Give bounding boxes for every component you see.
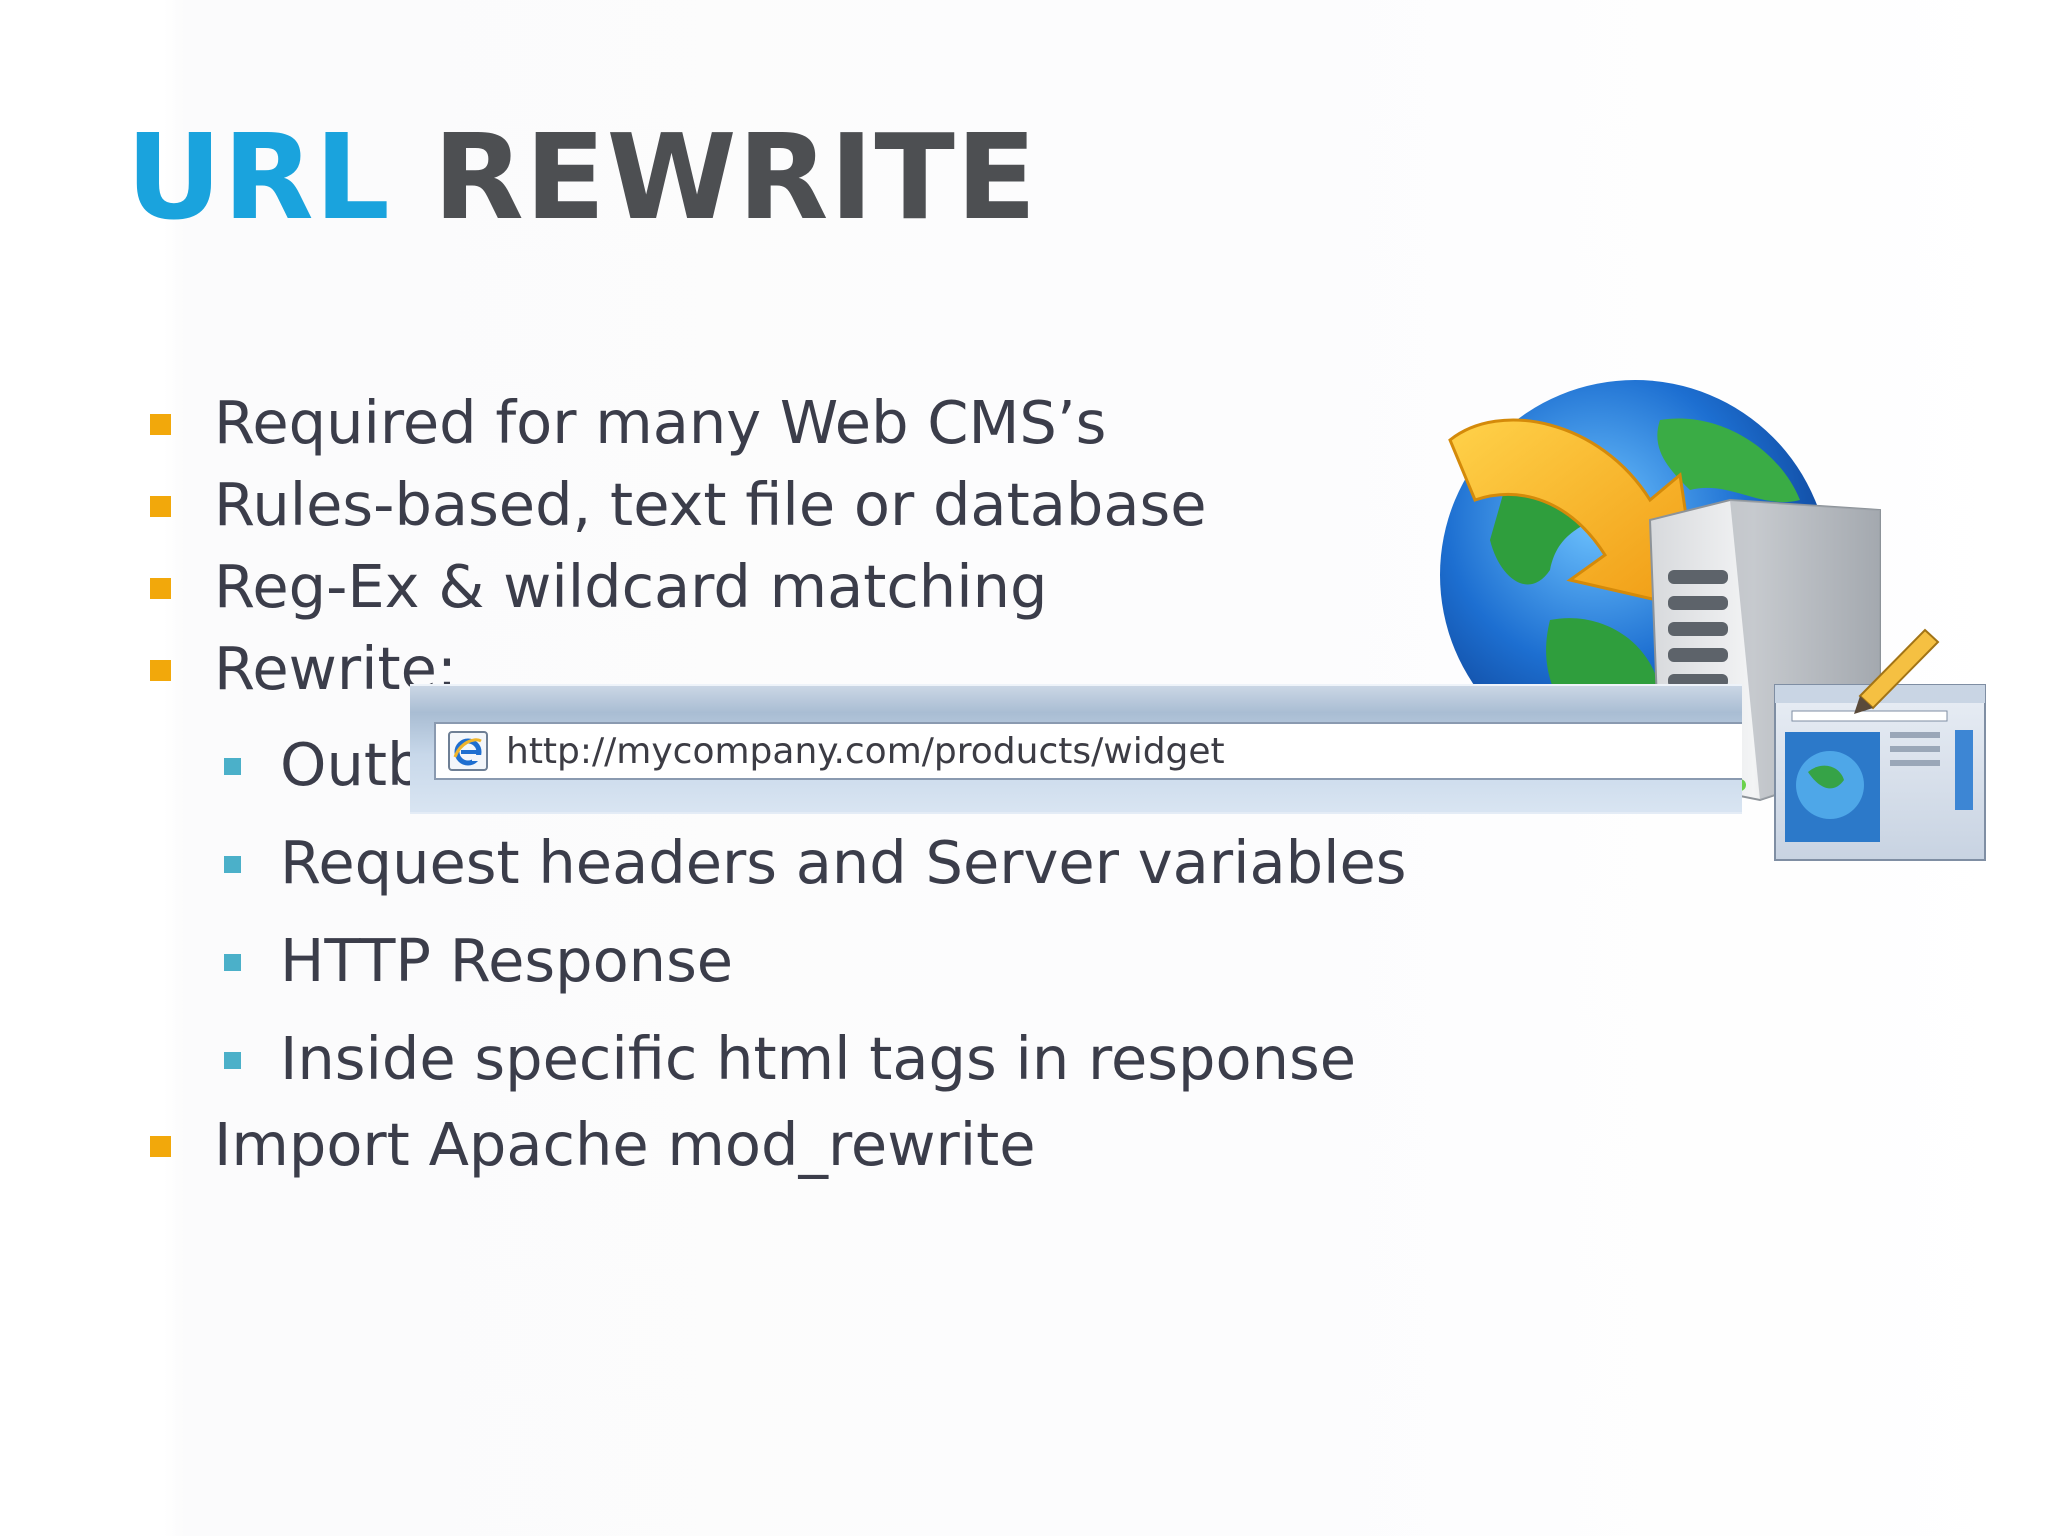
bullet-marker-icon: [150, 496, 171, 517]
bullet-item: Required for many Web CMS’s: [214, 388, 1107, 457]
title-main: REWRITE: [391, 108, 1038, 246]
url-text: http://mycompany.com/products/widget: [506, 731, 1225, 772]
globe-server-web-page-icon: [1440, 380, 1986, 861]
sub-bullet-marker-icon: [224, 856, 241, 873]
title-accent: URL: [126, 108, 391, 246]
arrow-icon: [1448, 418, 1702, 612]
url-input[interactable]: http://mycompany.com/products/widget: [434, 722, 1742, 780]
title-main-text: REWRITE: [432, 108, 1038, 246]
bullet-marker-icon: [150, 660, 171, 681]
sub-bullet-marker-icon: [224, 954, 241, 971]
sub-bullet-marker-icon: [224, 1052, 241, 1069]
address-bar: http://mycompany.com/products/widget: [410, 684, 1742, 814]
bullet-marker-icon: [150, 414, 171, 435]
bullet-item: Import Apache mod_rewrite: [214, 1110, 1036, 1179]
bullet-marker-icon: [150, 1136, 171, 1157]
bullet-marker-icon: [150, 578, 171, 599]
sub-bullet-item: Outb: [280, 730, 425, 799]
web-page-icon: [1774, 628, 1986, 861]
sub-bullet-item: Request headers and Server variables: [280, 828, 1407, 897]
slide-title: URL REWRITE: [126, 112, 1037, 242]
sub-bullet-item: HTTP Response: [280, 926, 734, 995]
bullet-item: Reg-Ex & wildcard matching: [214, 552, 1048, 621]
internet-explorer-icon: [448, 731, 488, 771]
bullet-item: Rules-based, text file or database: [214, 470, 1207, 539]
sub-bullet-item: Inside specific html tags in response: [280, 1024, 1357, 1093]
sub-bullet-marker-icon: [224, 758, 241, 775]
